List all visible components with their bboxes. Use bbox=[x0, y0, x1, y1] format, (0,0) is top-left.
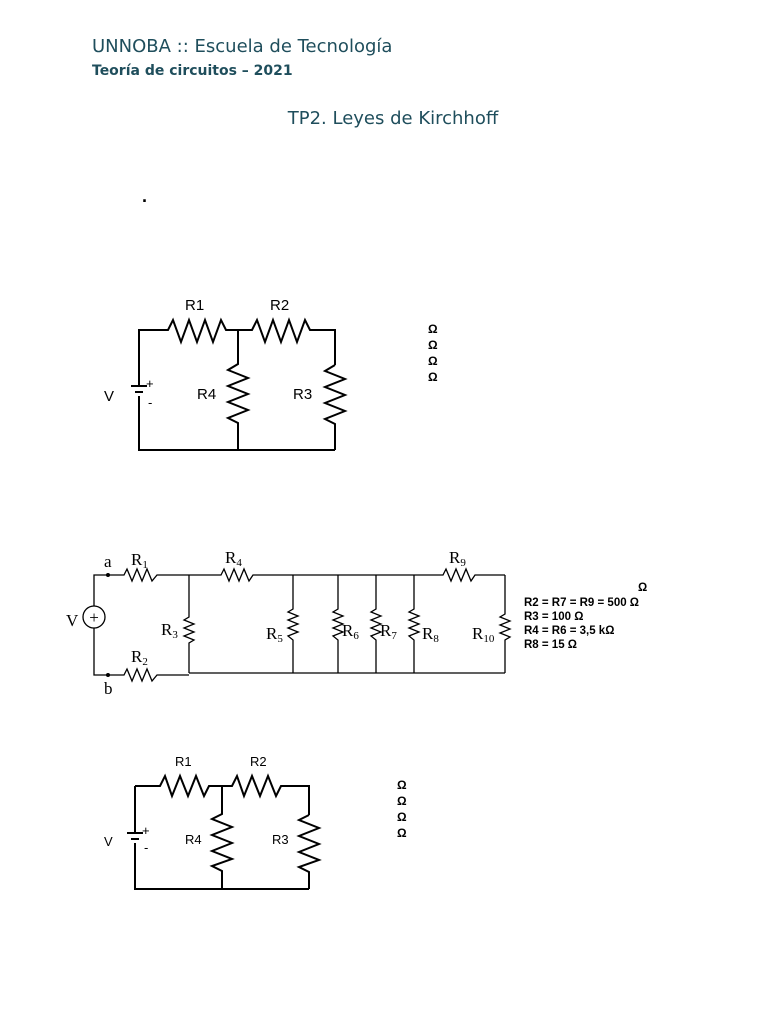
c2-label-r10: R10 bbox=[472, 624, 495, 645]
c2-label-r7: R7 bbox=[380, 621, 397, 642]
c2-label-r2: R2 bbox=[131, 647, 148, 668]
c3-label-v: V bbox=[104, 834, 113, 849]
c1-ohm-2: Ω bbox=[428, 338, 438, 352]
institution-title: UNNOBA :: Escuela de Tecnología bbox=[92, 36, 393, 57]
c1-battery-minus: - bbox=[148, 395, 152, 410]
c2-label-r9: R9 bbox=[449, 548, 466, 569]
c2-label-r5: R5 bbox=[266, 624, 283, 645]
circuit-3-wires bbox=[127, 773, 322, 890]
c1-label-r4: R4 bbox=[197, 386, 216, 403]
c1-ohm-1: Ω bbox=[428, 322, 438, 336]
c3-battery-plus: + bbox=[142, 823, 150, 838]
c2-values-line-2: R3 = 100 Ω bbox=[524, 611, 583, 623]
c2-label-r4: R4 bbox=[225, 548, 242, 569]
c2-label-r8: R8 bbox=[422, 624, 439, 645]
c2-values-ohm: Ω bbox=[638, 582, 647, 594]
c2-label-r3: R3 bbox=[161, 620, 178, 641]
c1-label-v: V bbox=[104, 388, 114, 405]
c1-ohm-4: Ω bbox=[428, 370, 438, 384]
c2-source-plus: + bbox=[89, 608, 99, 627]
c3-ohm-1: Ω bbox=[397, 778, 407, 792]
c3-ohm-4: Ω bbox=[397, 826, 407, 840]
c1-label-r3: R3 bbox=[293, 386, 312, 403]
c3-label-r3: R3 bbox=[272, 832, 289, 847]
c1-label-r1: R1 bbox=[185, 297, 204, 314]
circuit-1-wires bbox=[131, 317, 348, 451]
course-subtitle: Teoría de circuitos – 2021 bbox=[92, 63, 293, 79]
c2-label-r6: R6 bbox=[342, 621, 359, 642]
c3-label-r2: R2 bbox=[250, 754, 267, 769]
c1-label-r2: R2 bbox=[270, 297, 289, 314]
stray-dot: . bbox=[142, 186, 148, 206]
circuit-2-wires bbox=[82, 567, 512, 683]
c2-source-label: V bbox=[66, 611, 79, 630]
c2-values-line-1: R2 = R7 = R9 = 500 Ω bbox=[524, 597, 639, 609]
page-title: TP2. Leyes de Kirchhoff bbox=[287, 108, 499, 129]
c2-label-r1: R1 bbox=[131, 550, 148, 571]
c2-values-line-3: R4 = R6 = 3,5 kΩ bbox=[524, 625, 614, 637]
c3-label-r4: R4 bbox=[185, 832, 202, 847]
c2-values-line-4: R8 = 15 Ω bbox=[524, 639, 577, 651]
c1-battery-plus: + bbox=[146, 376, 154, 391]
c2-node-a: a bbox=[104, 552, 112, 571]
c2-node-b: b bbox=[104, 679, 113, 698]
c1-ohm-3: Ω bbox=[428, 354, 438, 368]
c3-ohm-3: Ω bbox=[397, 810, 407, 824]
c3-ohm-2: Ω bbox=[397, 794, 407, 808]
c3-battery-minus: - bbox=[144, 840, 148, 855]
c3-label-r1: R1 bbox=[175, 754, 192, 769]
